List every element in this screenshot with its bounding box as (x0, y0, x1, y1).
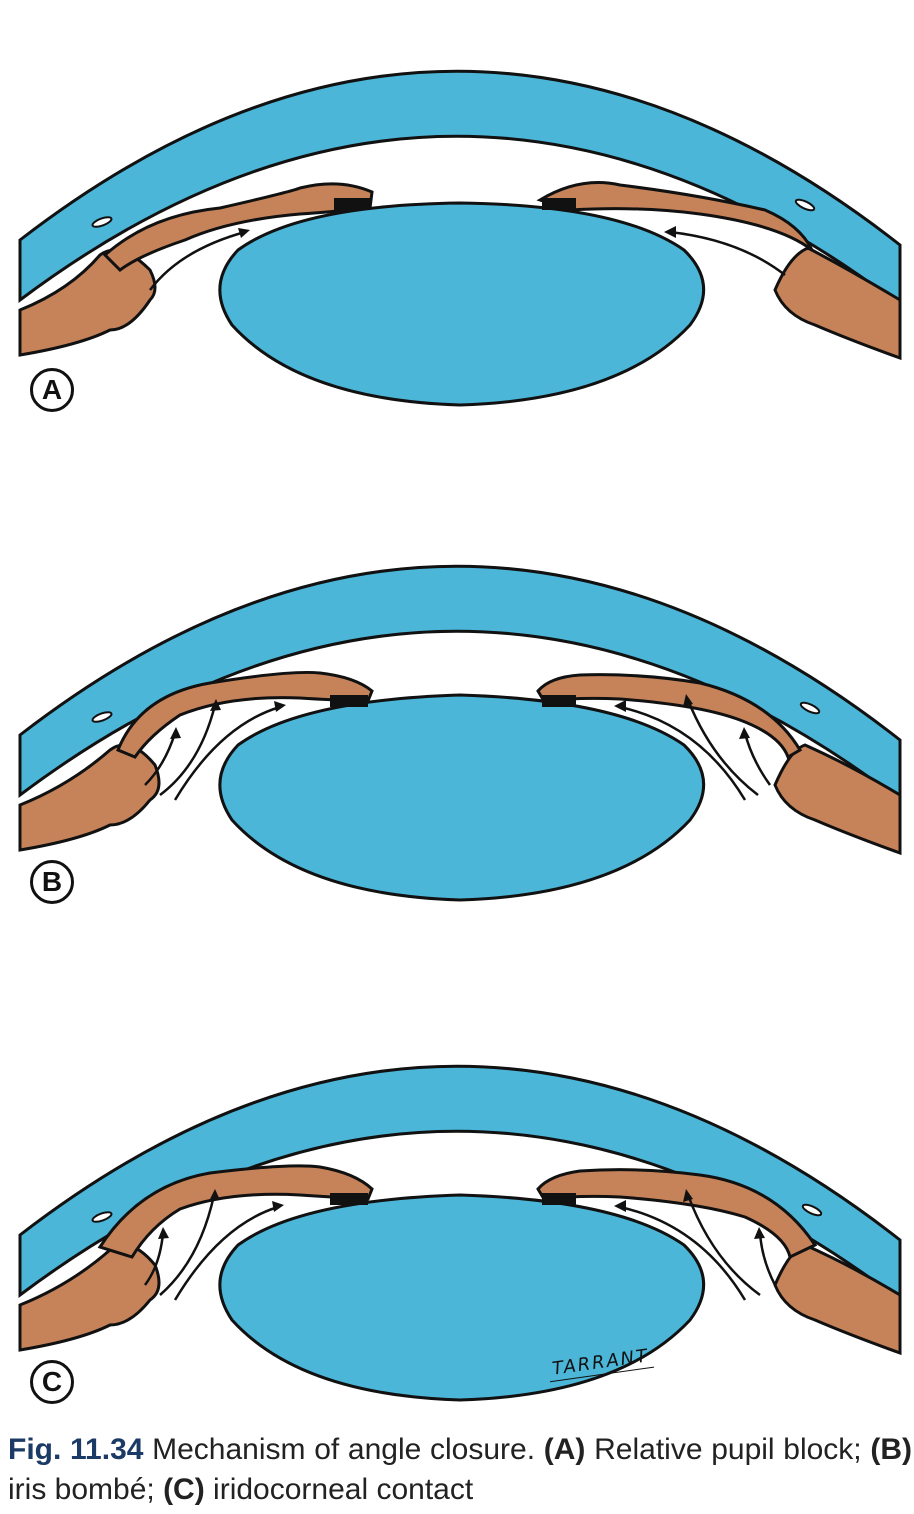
arrow-head-right (664, 226, 676, 238)
caption-b-label: (B) (870, 1433, 912, 1466)
iris-left (97, 1164, 374, 1259)
flow-arrow-left-3 (173, 1205, 279, 1301)
caption-c-text: iridocorneal contact (204, 1473, 474, 1506)
schlemm-canal-left (91, 711, 113, 723)
pigment-epithelium-left (330, 1193, 368, 1205)
flow-arrow-right-3 (619, 1205, 747, 1301)
panel-c: C (0, 995, 914, 1415)
arrow-head-right-2 (683, 1189, 693, 1202)
flow-arrow-left-3 (173, 705, 281, 801)
ciliary-body-right (773, 246, 902, 361)
flow-arrow-right-1 (743, 732, 772, 786)
ciliary-body-left (18, 1243, 161, 1352)
iris-left (102, 182, 374, 272)
schlemm-canal-left (91, 1211, 113, 1223)
flow-arrow-right-2 (686, 1194, 761, 1297)
panel-label-c: C (30, 1360, 74, 1404)
figure-number: Fig. 11.34 (8, 1433, 144, 1466)
panel-b: B (0, 495, 914, 915)
arrow-head-left-1 (170, 727, 181, 739)
caption-title: Mechanism of angle closure. (143, 1433, 544, 1466)
iris-right (536, 1168, 818, 1260)
lens (218, 201, 705, 407)
schlemm-canal-right (794, 198, 816, 212)
flow-arrow-left-2 (159, 704, 217, 796)
panel-a: A (0, 0, 914, 420)
panel-label-a: A (30, 368, 74, 412)
arrow-head-left (238, 228, 250, 238)
flow-arrow-right-1 (758, 1232, 777, 1286)
arrow-head-right-2 (683, 694, 693, 707)
eye-diagram-a (18, 69, 902, 407)
iris-right (536, 181, 814, 252)
arrow-head-right-3 (614, 700, 626, 712)
iris-right (536, 673, 803, 760)
caption-a-label: (A) (543, 1433, 586, 1466)
arrow-head-right-1 (739, 727, 750, 739)
caption-a-text: Relative pupil block; (585, 1433, 871, 1466)
figure: A B (0, 0, 914, 1415)
arrow-head-left-1 (158, 1227, 169, 1239)
pigment-epithelium-left (334, 198, 370, 210)
pigment-epithelium-left (330, 695, 368, 707)
eye-diagram-b (18, 564, 902, 902)
ciliary-body-right (773, 743, 902, 856)
flow-arrow-right-3 (619, 705, 747, 801)
arrow-head-left-2 (209, 1189, 220, 1201)
pigment-epithelium-right (542, 1193, 576, 1205)
arrow-head-right-3 (614, 1200, 626, 1212)
schlemm-canal-right (801, 1203, 823, 1217)
pigment-epithelium-right (542, 198, 576, 210)
figure-caption: Fig. 11.34 Mechanism of angle closure. (… (8, 1430, 912, 1510)
lens (218, 1193, 705, 1402)
flow-arrow-right-2 (686, 699, 759, 796)
caption-b-text: iris bombé; (8, 1473, 164, 1506)
arrow-head-right-1 (754, 1227, 765, 1239)
arrow-head-left-2 (210, 699, 221, 711)
ciliary-body-left (18, 248, 157, 357)
eye-diagram-c (18, 1064, 902, 1402)
ciliary-body-left (18, 743, 161, 852)
lens (218, 693, 705, 902)
schlemm-canal-left (91, 216, 113, 228)
arrow-head-left-3 (274, 701, 286, 712)
flow-arrow-left (149, 230, 246, 291)
pigment-epithelium-right (542, 695, 576, 707)
panel-label-b: B (30, 860, 74, 904)
flow-arrow-right (669, 230, 786, 276)
schlemm-canal-right (799, 701, 821, 715)
arrow-head-left-3 (272, 1201, 284, 1212)
flow-arrow-left-2 (159, 1194, 216, 1296)
caption-c-label: (C) (163, 1473, 205, 1506)
iris-left (116, 670, 374, 759)
